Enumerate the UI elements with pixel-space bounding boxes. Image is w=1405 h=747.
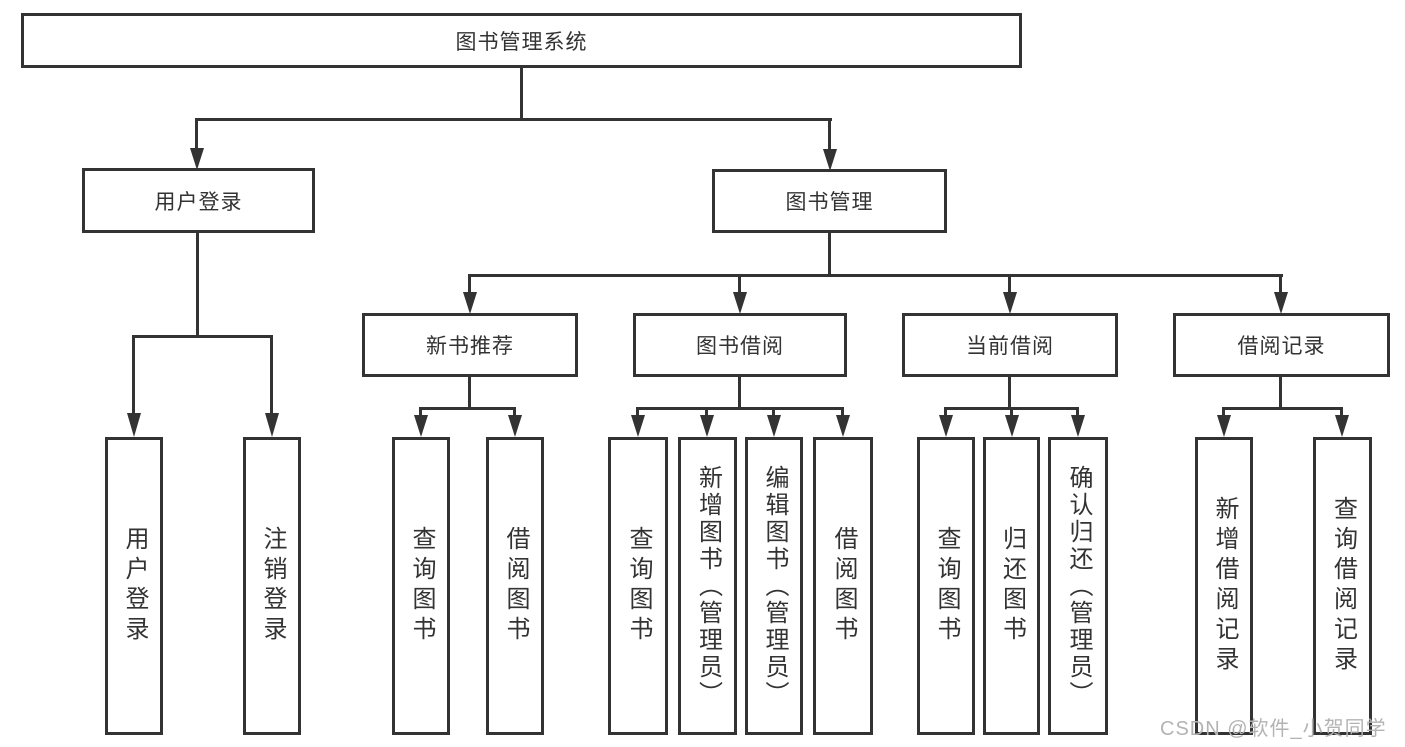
leaf-label: 查询图书 (933, 526, 960, 646)
connector-drop-recommend (468, 274, 471, 294)
node-borrow-books: 借阅图书 (813, 437, 873, 735)
node-logout: 注销登录 (243, 437, 301, 735)
connector-drop (841, 407, 844, 419)
connector-recommend-stem (468, 377, 471, 407)
connector-drop-login-leaf (132, 335, 135, 415)
node-new-book-recommend-label: 新书推荐 (426, 335, 514, 358)
connector-drop (1222, 407, 1225, 419)
node-current-borrow: 当前借阅 (902, 313, 1118, 377)
arrow-down-icon (700, 415, 714, 437)
node-query-books-borrow: 查询图书 (608, 437, 668, 735)
arrow-down-icon (190, 148, 204, 170)
node-user-login-leaf: 用户登录 (105, 437, 163, 735)
connector-level2-rail (196, 118, 832, 121)
arrow-down-icon (836, 415, 850, 437)
connector-user-login-rail (132, 335, 273, 338)
arrow-down-icon (508, 415, 522, 437)
node-book-management-label: 图书管理 (785, 191, 874, 214)
leaf-label: 查询图书 (408, 526, 435, 646)
node-user-login-label: 用户登录 (154, 190, 243, 214)
leaf-label: 编辑图书（管理员） (761, 464, 788, 708)
arrow-down-icon (939, 415, 953, 437)
connector-borrow-rail (636, 407, 844, 410)
arrow-down-icon (733, 292, 747, 314)
node-query-books-current: 查询图书 (917, 437, 975, 735)
arrow-down-icon (1335, 415, 1349, 437)
connector-drop (944, 407, 947, 419)
arrow-down-icon (414, 415, 428, 437)
arrow-down-icon (1217, 415, 1231, 437)
connector-borrow-stem (738, 377, 741, 407)
node-book-management: 图书管理 (712, 169, 947, 233)
leaf-label: 新增图书（管理员） (694, 464, 722, 708)
connector-drop (419, 407, 422, 419)
node-return-books: 归还图书 (983, 437, 1040, 735)
arrow-down-icon (767, 415, 781, 437)
connector-drop (1010, 407, 1013, 419)
connector-drop (1340, 407, 1343, 419)
leaf-label: 查询借阅记录 (1329, 496, 1357, 676)
arrow-down-icon (1071, 415, 1085, 437)
connector-drop-book-management (828, 118, 831, 150)
leaf-label: 归还图书 (998, 526, 1026, 646)
csdn-watermark: CSDN @软件_小贺同学 (1160, 718, 1387, 740)
connector-drop (705, 407, 708, 419)
node-query-borrow-record: 查询借阅记录 (1313, 437, 1372, 735)
connector-recommend-rail (419, 407, 516, 410)
connector-drop (636, 407, 639, 419)
leaf-label: 借阅图书 (502, 526, 529, 646)
node-user-login: 用户登录 (82, 168, 315, 233)
node-book-borrow: 图书借阅 (633, 313, 847, 377)
node-add-borrow-record: 新增借阅记录 (1195, 437, 1253, 735)
connector-book-management-stem (828, 233, 831, 274)
connector-drop-borrow (738, 274, 741, 294)
node-confirm-return-admin: 确认归还（管理员） (1048, 437, 1108, 735)
arrow-down-icon (1005, 415, 1019, 437)
arrow-down-icon (1003, 292, 1017, 314)
node-current-borrow-label: 当前借阅 (966, 335, 1054, 358)
leaf-label: 新增借阅记录 (1211, 496, 1238, 676)
node-edit-books-admin: 编辑图书（管理员） (745, 437, 803, 735)
arrow-down-icon (1274, 292, 1288, 314)
node-new-book-recommend: 新书推荐 (362, 313, 578, 377)
connector-drop-user-login (195, 118, 198, 150)
leaf-label: 注销登录 (259, 526, 286, 646)
leaf-label: 查询图书 (625, 526, 652, 646)
node-borrow-records: 借阅记录 (1173, 313, 1390, 377)
node-borrow-records-label: 借阅记录 (1237, 335, 1326, 358)
connector-drop-logout-leaf (270, 335, 273, 415)
connector-drop (772, 407, 775, 419)
connector-drop-current (1008, 274, 1011, 294)
node-query-books-recommend: 查询图书 (392, 437, 450, 735)
connector-level3-rail (469, 274, 1283, 277)
connector-drop (1076, 407, 1079, 419)
connector-drop (513, 407, 516, 419)
arrow-down-icon (631, 415, 645, 437)
connector-records-rail (1222, 407, 1343, 410)
node-book-borrow-label: 图书借阅 (696, 335, 784, 358)
arrow-down-icon (127, 413, 141, 437)
leaf-label: 用户登录 (121, 526, 148, 646)
node-library-system: 图书管理系统 (21, 13, 1022, 68)
node-borrow-books-recommend: 借阅图书 (486, 437, 544, 735)
node-add-books-admin: 新增图书（管理员） (678, 437, 737, 735)
leaf-label: 确认归还（管理员） (1065, 464, 1092, 708)
connector-drop-records (1279, 274, 1282, 294)
connector-current-stem (1008, 377, 1011, 407)
leaf-label: 借阅图书 (830, 526, 857, 646)
arrow-down-icon (823, 149, 837, 171)
node-library-system-label: 图书管理系统 (455, 30, 588, 54)
connector-user-login-stem (196, 233, 199, 335)
arrow-down-icon (265, 413, 279, 437)
arrow-down-icon (463, 292, 477, 314)
connector-root-stem (520, 68, 523, 118)
connector-records-stem (1279, 377, 1282, 407)
